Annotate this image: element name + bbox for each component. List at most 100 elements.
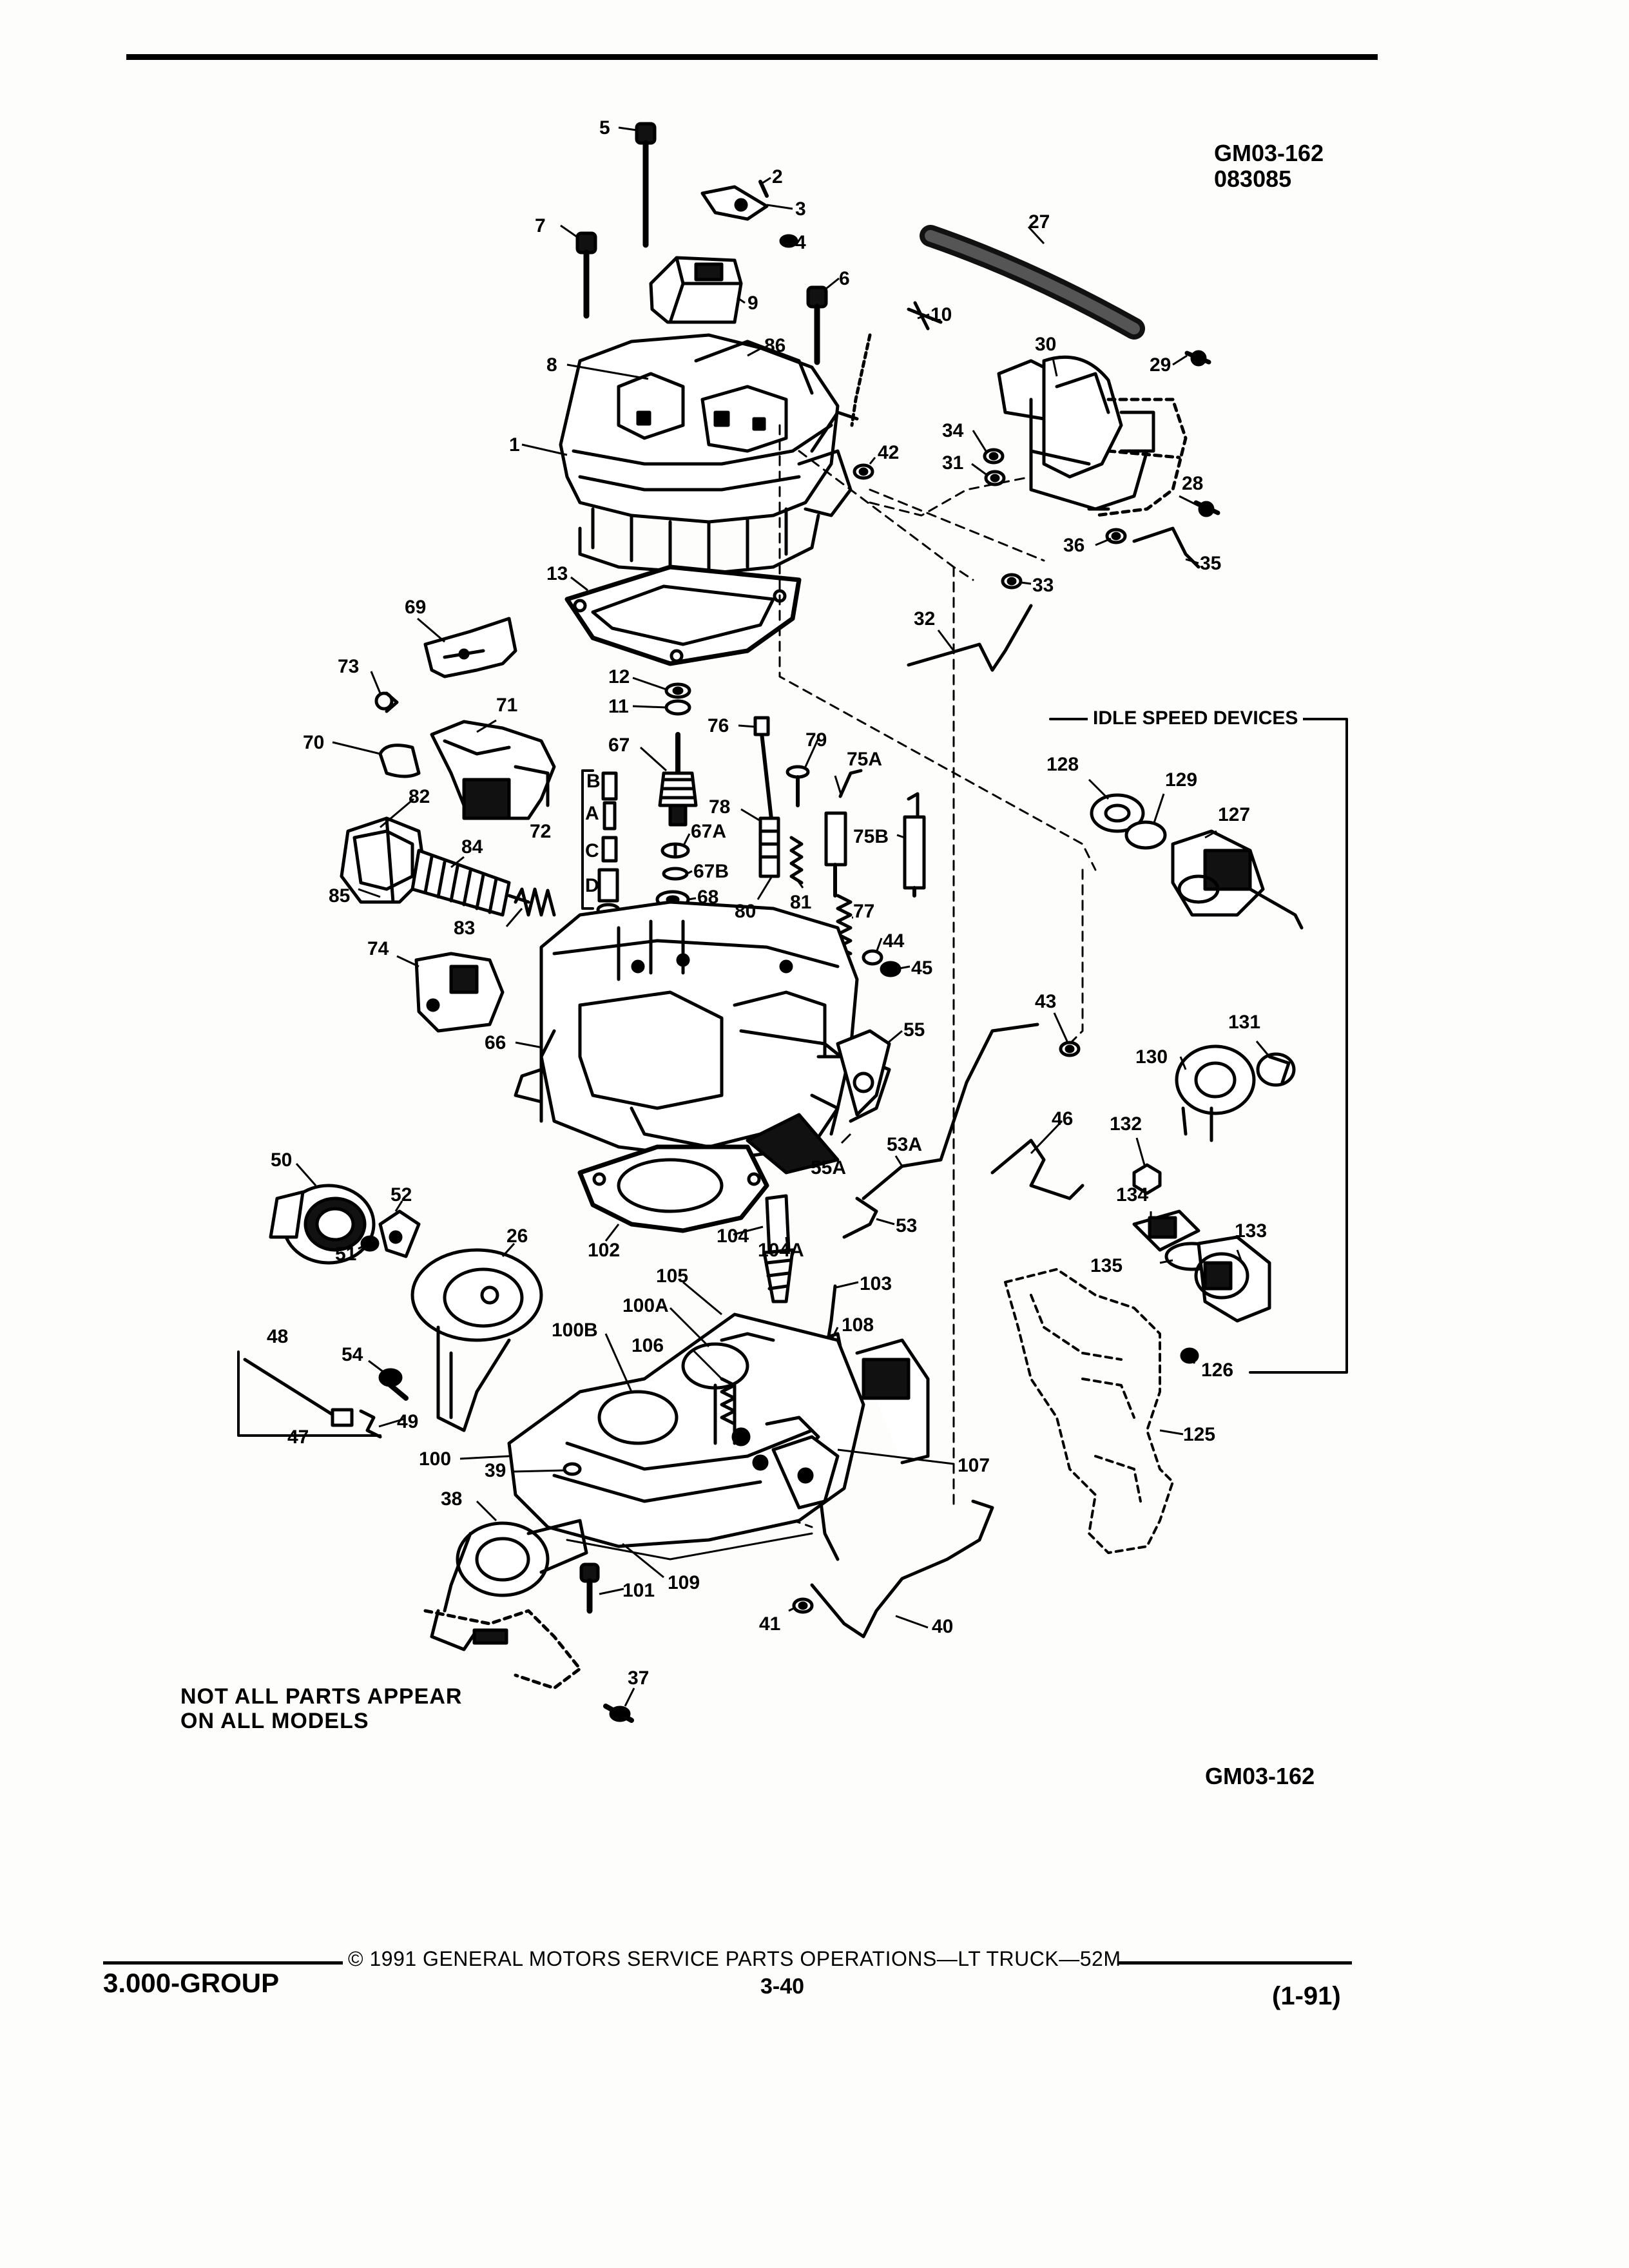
- callout-77: 77: [853, 901, 874, 922]
- choke-housing-30: [997, 355, 1188, 517]
- nut-132: [1132, 1163, 1162, 1195]
- callout-53a: 53A: [887, 1134, 922, 1155]
- jet-label-d: D: [585, 875, 599, 896]
- idle-needle-75a: [824, 769, 863, 898]
- retainer-70: [378, 744, 421, 778]
- screw-28: [1193, 500, 1220, 517]
- callout-72: 72: [530, 821, 551, 842]
- screw-54: [378, 1368, 409, 1401]
- washer-34: [983, 448, 1005, 465]
- jet-label-b: B: [586, 771, 601, 792]
- callout-30: 30: [1035, 334, 1056, 355]
- callout-71: 71: [496, 695, 517, 716]
- callout-34: 34: [942, 420, 964, 441]
- callout-106: 106: [631, 1335, 664, 1356]
- screw-79: [786, 765, 810, 807]
- callout-130: 130: [1135, 1046, 1168, 1068]
- idle-needle-75b: [903, 792, 926, 898]
- callout-2: 2: [772, 166, 783, 187]
- cover-69: [423, 617, 517, 678]
- vacuum-break-26: [410, 1248, 543, 1432]
- callout-103: 103: [860, 1273, 892, 1294]
- screw-44: [862, 949, 883, 966]
- callout-46: 46: [1052, 1108, 1073, 1129]
- callout-68: 68: [697, 887, 718, 908]
- callout-78: 78: [709, 796, 730, 818]
- copyright-line: © 1991 GENERAL MOTORS SERVICE PARTS OPER…: [348, 1947, 1121, 1970]
- callout-67a: 67A: [691, 821, 726, 842]
- bracket-3: [700, 180, 798, 248]
- callout-70: 70: [303, 732, 324, 753]
- figure-code-footer: GM03-162: [1205, 1763, 1315, 1789]
- callout-39: 39: [485, 1460, 506, 1481]
- solenoid-130: [1175, 1044, 1256, 1142]
- jet-label-c: C: [585, 840, 599, 861]
- callout-37: 37: [628, 1667, 649, 1689]
- callout-38: 38: [441, 1488, 462, 1510]
- bracket-134: [1132, 1209, 1200, 1252]
- callout-81: 81: [790, 892, 811, 913]
- group-label: 3.000-GROUP: [103, 1968, 280, 1998]
- footer-rule-right: [1119, 1961, 1352, 1965]
- footer-rule-left: [103, 1961, 343, 1965]
- callout-55: 55: [903, 1019, 925, 1041]
- callout-10: 10: [930, 304, 952, 325]
- actuator-131: [1256, 1052, 1296, 1087]
- screw-6: [806, 285, 828, 365]
- callout-33: 33: [1032, 575, 1054, 596]
- bracket-74: [414, 952, 505, 1033]
- callout-40: 40: [932, 1616, 953, 1637]
- callout-3: 3: [795, 198, 806, 220]
- screw-29: [1184, 350, 1211, 367]
- note-line-1: NOT ALL PARTS APPEAR: [180, 1684, 463, 1709]
- washer-39: [563, 1462, 582, 1476]
- callout-134: 134: [1116, 1184, 1148, 1206]
- callout-105: 105: [656, 1265, 688, 1287]
- pump-78: [758, 816, 780, 878]
- rod-76: [753, 716, 774, 827]
- callout-132: 132: [1110, 1113, 1142, 1135]
- callout-131: 131: [1228, 1012, 1260, 1033]
- callout-31: 31: [942, 452, 963, 474]
- callout-28: 28: [1182, 473, 1203, 494]
- choke-housing-50: [269, 1184, 376, 1265]
- callout-69: 69: [405, 597, 426, 618]
- callout-35: 35: [1200, 553, 1221, 574]
- air-horn-1: [559, 333, 859, 575]
- callout-135: 135: [1090, 1255, 1123, 1276]
- callout-11: 11: [608, 696, 629, 717]
- clip-49: [359, 1409, 382, 1439]
- callout-49: 49: [397, 1411, 418, 1432]
- screw-126: [1180, 1347, 1199, 1364]
- callout-48: 48: [267, 1326, 288, 1347]
- callout-12: 12: [608, 666, 630, 687]
- lever-107: [771, 1435, 840, 1510]
- revision-date: (1-91): [1272, 1982, 1341, 2010]
- vacuum-break-38: [423, 1519, 588, 1690]
- figure-code: GM03-162: [1214, 140, 1324, 166]
- callout-82: 82: [409, 786, 430, 807]
- cover-71: [430, 720, 556, 820]
- callout-129: 129: [1165, 769, 1197, 791]
- callout-5: 5: [599, 117, 610, 139]
- filter-84: [410, 849, 530, 917]
- callout-76: 76: [708, 715, 729, 736]
- washer-129: [1124, 820, 1167, 850]
- gasket-102: [577, 1144, 769, 1233]
- screw-101: [579, 1562, 600, 1614]
- callout-128: 128: [1046, 754, 1079, 775]
- link-10: [850, 301, 943, 427]
- callout-67: 67: [608, 735, 630, 756]
- callout-100: 100: [419, 1448, 451, 1470]
- callout-104: 104: [717, 1225, 749, 1247]
- callout-6: 6: [839, 268, 850, 289]
- callout-44: 44: [883, 930, 905, 952]
- callout-100b: 100B: [552, 1320, 598, 1341]
- seat-67a: [660, 842, 690, 859]
- isc-127: [1171, 829, 1304, 930]
- rod-53a: [862, 1023, 1039, 1200]
- callout-86: 86: [764, 335, 786, 356]
- rod-48: [243, 1358, 354, 1427]
- callout-1: 1: [509, 434, 520, 456]
